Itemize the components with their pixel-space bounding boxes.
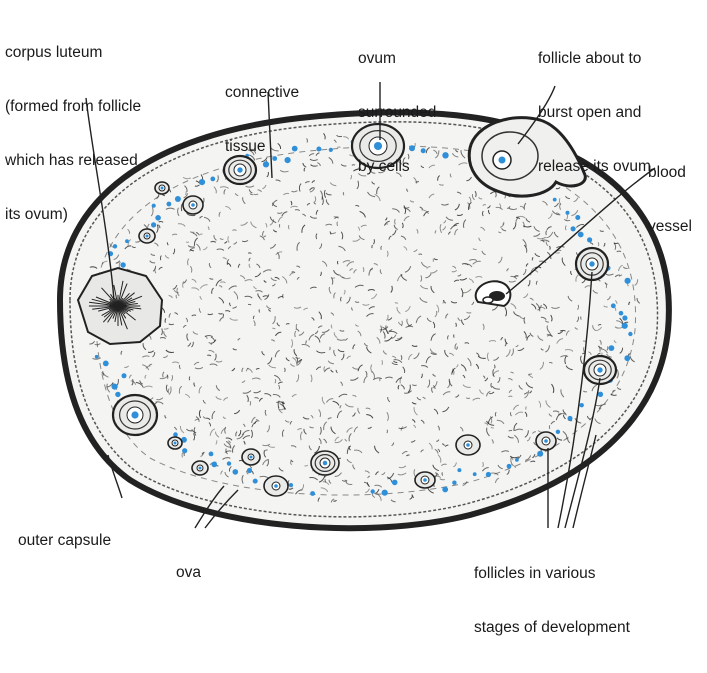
label-follicle-burst: follicle about to burst open and release… <box>538 14 651 212</box>
label-corpus-luteum: corpus luteum (formed from follicle whic… <box>5 8 141 260</box>
follicle-shape <box>311 451 339 475</box>
follicle-shape <box>242 449 260 465</box>
ovary-diagram: corpus luteum (formed from follicle whic… <box>0 0 707 577</box>
label-ova: ova <box>176 528 201 618</box>
corpus-luteum-shape <box>78 268 162 344</box>
follicle-shape <box>168 437 182 449</box>
label-follicles-various: follicles in various stages of developme… <box>474 529 630 673</box>
label-blood-vessel: blood vessel <box>648 128 692 272</box>
label-ovum-surrounded: ovum surrounded by cells <box>358 14 436 212</box>
follicle-shape <box>139 229 155 243</box>
follicle-shape <box>192 461 208 475</box>
follicle-shape <box>264 476 288 496</box>
follicle-shape <box>415 472 435 488</box>
follicle-shape <box>113 395 157 435</box>
blood-vessel-shape <box>476 281 511 306</box>
follicle-shape <box>183 196 203 214</box>
follicle-shape <box>155 182 169 194</box>
follicle-shape <box>536 432 556 450</box>
label-connective-tissue: connective tissue <box>225 48 299 192</box>
label-outer-capsule: outer capsule <box>18 496 111 586</box>
follicle-shape <box>456 435 480 455</box>
